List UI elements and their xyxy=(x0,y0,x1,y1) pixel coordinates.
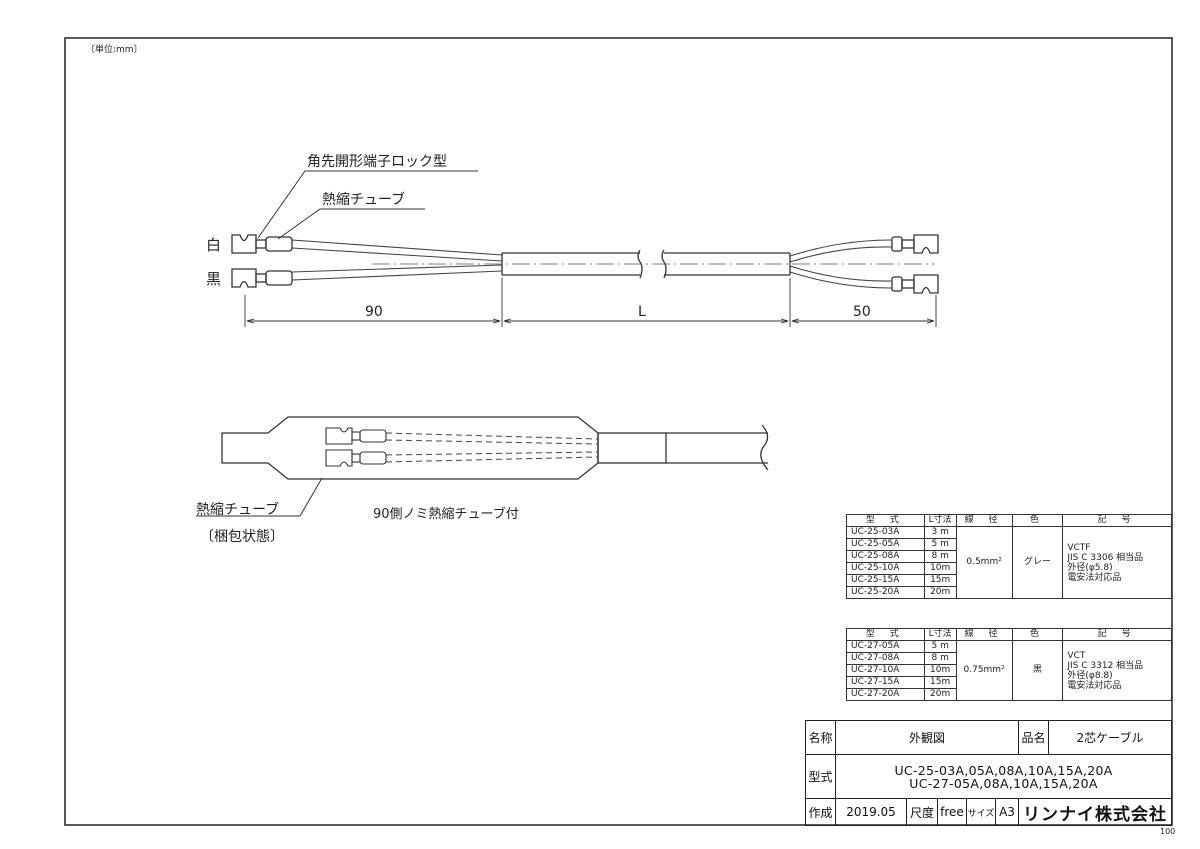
cell-model: UC-25-08A xyxy=(846,550,925,563)
dimension-lines xyxy=(244,278,937,327)
cell-model: UC-27-15A xyxy=(846,676,925,689)
cell-length: 15m xyxy=(923,574,957,587)
made-label: 作成 xyxy=(805,798,836,826)
packed-wires-hidden xyxy=(385,432,599,463)
spec-table-uc25: 型 式 L寸法 線 径 色 記 号 UC-25-03A 3 m 0.5mm² グ… xyxy=(846,514,1172,599)
size-value: A3 xyxy=(995,798,1019,826)
th-model: 型 式 xyxy=(846,514,925,527)
title-block: 名称 外観図 品名 2芯ケーブル 型式 UC-25-03A,05A,08A,10… xyxy=(805,720,1172,826)
table-header-row: 型 式 L寸法 線 径 色 記 号 xyxy=(846,514,1172,527)
packed-cable xyxy=(597,424,769,471)
cell-wire-size: 0.75mm² xyxy=(955,640,1013,701)
product-value: 2芯ケーブル xyxy=(1048,720,1172,755)
label-black: 黒 xyxy=(206,270,221,288)
cell-length: 10m xyxy=(923,562,957,575)
dim-middle: L xyxy=(638,304,646,320)
cell-color: 黒 xyxy=(1011,640,1064,701)
cell-model: UC-27-20A xyxy=(846,688,925,701)
th-note: 記 号 xyxy=(1062,514,1172,527)
size-label: サイズ xyxy=(966,798,996,826)
left-wires xyxy=(291,239,503,281)
cell-length: 20m xyxy=(923,688,957,701)
made-date: 2019.05 xyxy=(835,798,907,826)
label-white: 白 xyxy=(206,236,221,254)
dim-right: 50 xyxy=(853,304,871,320)
cell-length: 8 m xyxy=(923,652,957,665)
packed-heat-shrink xyxy=(221,416,599,480)
cell-note: VCTF JIS C 3306 相当品 外径(φ5.8) 電安法対応品 xyxy=(1062,526,1172,599)
packed-leader xyxy=(196,477,323,517)
scale-label: 尺度 xyxy=(906,798,938,826)
th-wire-size: 線 径 xyxy=(955,628,1013,641)
label-heat-shrink-bottom: 熱縮チューブ xyxy=(196,501,279,518)
cell-length: 20m xyxy=(923,586,957,599)
cell-length: 15m xyxy=(923,676,957,689)
name-value: 外観図 xyxy=(835,720,1019,755)
model-line-uc25: UC-25-03A,05A,08A,10A,15A,20A xyxy=(894,762,1113,778)
table-header-row: 型 式 L寸法 線 径 色 記 号 xyxy=(846,628,1172,641)
sheet-number: 100 xyxy=(1160,827,1175,836)
spec-table-uc27: 型 式 L寸法 線 径 色 記 号 UC-27-05A 5 m 0.75mm² … xyxy=(846,628,1172,701)
cell-model: UC-27-05A xyxy=(846,640,925,653)
name-label: 名称 xyxy=(805,720,836,755)
right-terminal-upper xyxy=(891,234,939,254)
sheet-frame xyxy=(64,37,1173,826)
th-length: L寸法 xyxy=(923,514,957,527)
units-note: 〔単位:mm〕 xyxy=(86,43,143,55)
cell-model: UC-25-15A xyxy=(846,574,925,587)
cell-length: 10m xyxy=(923,664,957,677)
label-90-side-note: 90側ノミ熱縮チューブ付 xyxy=(373,506,519,522)
th-length: L寸法 xyxy=(923,628,957,641)
label-packed-state: 〔梱包状態〕 xyxy=(200,529,284,545)
th-note: 記 号 xyxy=(1062,628,1172,641)
company-name: リンナイ株式会社 xyxy=(1018,798,1172,826)
cell-model: UC-25-10A xyxy=(846,562,925,575)
cell-model: UC-27-10A xyxy=(846,664,925,677)
callout-leaders xyxy=(257,170,478,240)
cell-model: UC-27-08A xyxy=(846,652,925,665)
cable-sheath xyxy=(501,249,791,279)
cell-model: UC-25-03A xyxy=(846,526,925,539)
right-wires xyxy=(789,239,893,289)
label-terminal: 角先開形端子ロック型 xyxy=(307,154,447,170)
th-wire-size: 線 径 xyxy=(955,514,1013,527)
th-color: 色 xyxy=(1011,514,1064,527)
model-line-uc27: UC-27-05A,08A,10A,15A,20A xyxy=(909,775,1098,791)
cell-model: UC-25-05A xyxy=(846,538,925,551)
right-terminal-lower xyxy=(891,274,939,294)
product-label: 品名 xyxy=(1018,720,1049,755)
left-terminal-black xyxy=(231,268,293,288)
cell-length: 3 m xyxy=(923,526,957,539)
dim-left: 90 xyxy=(365,304,383,320)
cell-length: 5 m xyxy=(923,538,957,551)
cell-length: 5 m xyxy=(923,640,957,653)
th-color: 色 xyxy=(1011,628,1064,641)
scale-value: free xyxy=(937,798,967,826)
cell-model: UC-25-20A xyxy=(846,586,925,599)
table-row: UC-25-03A 3 m 0.5mm² グレー VCTF JIS C 3306… xyxy=(846,526,1172,599)
th-model: 型 式 xyxy=(846,628,925,641)
model-label: 型式 xyxy=(805,754,836,799)
cell-length: 8 m xyxy=(923,550,957,563)
left-terminal-white xyxy=(231,234,293,254)
label-heat-shrink-top: 熱縮チューブ xyxy=(322,191,405,208)
model-list: UC-25-03A,05A,08A,10A,15A,20A UC-27-05A,… xyxy=(835,754,1172,799)
cell-note: VCT JIS C 3312 相当品 外径(φ8.8) 電安法対応品 xyxy=(1062,640,1172,701)
table-row: UC-27-05A 5 m 0.75mm² 黒 VCT JIS C 3312 相… xyxy=(846,640,1172,701)
packed-terminals xyxy=(325,427,387,467)
cell-wire-size: 0.5mm² xyxy=(955,526,1013,599)
cell-color: グレー xyxy=(1011,526,1064,599)
